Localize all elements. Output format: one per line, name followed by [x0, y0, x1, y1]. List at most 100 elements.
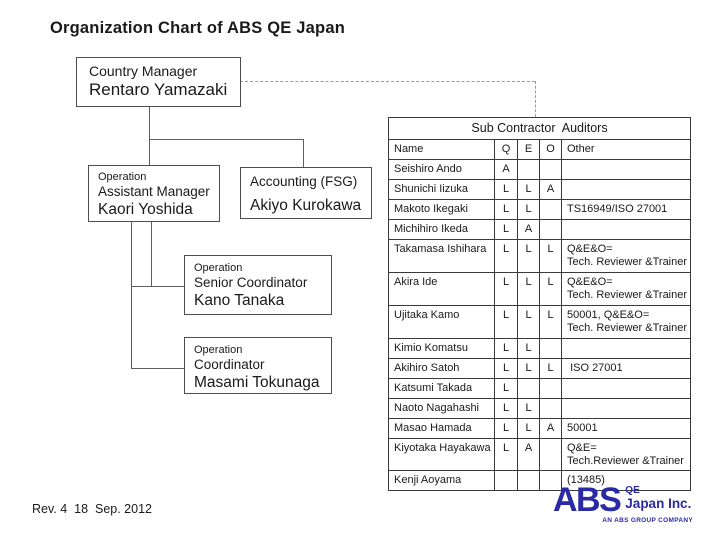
cell-other [561, 377, 691, 399]
table-title: Sub Contractor Auditors [388, 117, 691, 140]
cell-e: L [517, 417, 540, 439]
cell-name: Seishiro Ando [388, 158, 495, 180]
cell-o [539, 437, 562, 472]
cell-o [539, 397, 562, 419]
cell-q: L [494, 304, 518, 339]
connector-yoshida-down-inner [151, 222, 152, 286]
cell-e [517, 158, 540, 180]
cell-name: Kenji Aoyama [388, 470, 495, 492]
role-label: Accounting (FSG) [250, 174, 358, 189]
sub-contractor-auditors-table: Sub Contractor Auditors Name Q E O Other… [388, 117, 691, 492]
cell-name: Akihiro Satoh [388, 357, 495, 379]
cell-q: L [494, 397, 518, 419]
cell-e: L [517, 238, 540, 273]
cell-name: Masao Hamada [388, 417, 495, 439]
cell-name: Kiyotaka Hayakawa [388, 437, 495, 472]
cell-e: A [517, 437, 540, 472]
abs-logo-wordmark: ABS [553, 481, 622, 519]
cell-o [539, 198, 562, 220]
dept-label: Operation [194, 262, 243, 274]
cell-name: Takamasa Ishihara [388, 238, 495, 273]
cell-other [561, 178, 691, 200]
col-header-other: Other [561, 138, 691, 160]
cell-e: L [517, 397, 540, 419]
table-title-row: Sub Contractor Auditors [388, 117, 691, 140]
person-name: Kaori Yoshida [98, 200, 193, 218]
cell-other: TS16949/ISO 27001 [561, 198, 691, 220]
connector-yoshida-down-outer [131, 222, 132, 368]
cell-q [494, 470, 518, 492]
cell-o [539, 377, 562, 399]
role-label: Senior Coordinator [194, 275, 308, 291]
org-box-assistant-manager: Operation Assistant Manager Kaori Yoshid… [88, 165, 220, 222]
cell-e: L [517, 357, 540, 379]
table-header-row: Name Q E O Other [388, 138, 691, 160]
connector-tanaka-elbow [131, 286, 184, 287]
abs-logo-qe: QE [625, 485, 640, 496]
cell-other: ISO 27001 [561, 357, 691, 379]
cell-q: L [494, 417, 518, 439]
org-box-senior-coordinator: Operation Senior Coordinator Kano Tanaka [184, 255, 332, 315]
cell-q: L [494, 198, 518, 220]
person-name: Rentaro Yamazaki [89, 80, 228, 100]
cell-name: Naoto Nagahashi [388, 397, 495, 419]
cell-name: Akira Ide [388, 271, 495, 306]
abs-logo-row: ABS QE Japan Inc. [553, 481, 693, 519]
cell-q: L [494, 377, 518, 399]
role-label: Coordinator [194, 357, 265, 373]
cell-o [539, 218, 562, 240]
dept-label: Operation [194, 344, 243, 356]
cell-q: L [494, 337, 518, 359]
cell-e: L [517, 271, 540, 306]
cell-q: L [494, 238, 518, 273]
col-header-q: Q [494, 138, 518, 160]
person-name: Akiyo Kurokawa [250, 197, 362, 215]
abs-logo: ABS QE Japan Inc. AN ABS GROUP COMPANY [553, 481, 693, 525]
cell-o: L [539, 271, 562, 306]
cell-other: Q&E= Tech.Reviewer &Trainer [561, 437, 691, 472]
cell-o: A [539, 417, 562, 439]
col-header-name: Name [388, 138, 495, 160]
cell-name: Kimio Komatsu [388, 337, 495, 359]
cell-e: L [517, 198, 540, 220]
cell-e [517, 377, 540, 399]
dept-label: Operation [98, 171, 147, 183]
cell-other: Q&E&O= Tech. Reviewer &Trainer [561, 271, 691, 306]
cell-other [561, 158, 691, 180]
cell-other: 50001 [561, 417, 691, 439]
connector-tokunaga-elbow [131, 368, 184, 369]
cell-other: 50001, Q&E&O= Tech. Reviewer &Trainer [561, 304, 691, 339]
cell-q: L [494, 437, 518, 472]
cell-o: L [539, 357, 562, 379]
col-header-o: O [539, 138, 562, 160]
role-label: Assistant Manager [98, 184, 210, 200]
cell-name: Michihiro Ikeda [388, 218, 495, 240]
cell-name: Shunichi Iizuka [388, 178, 495, 200]
cell-e [517, 470, 540, 492]
table-row: Kenji Aoyama(13485) [388, 470, 691, 492]
cell-q: L [494, 218, 518, 240]
org-box-country-manager: Country Manager Rentaro Yamazaki [76, 57, 241, 107]
connector-country-branch [149, 139, 304, 140]
org-box-accounting: Accounting (FSG) Akiyo Kurokawa [240, 167, 372, 219]
person-name: Masami Tokunaga [194, 373, 320, 391]
cell-name: Makoto Ikegaki [388, 198, 495, 220]
abs-logo-tagline: AN ABS GROUP COMPANY [602, 517, 693, 525]
connector-country-down [149, 107, 150, 165]
abs-logo-subtext: QE Japan Inc. [625, 484, 691, 511]
col-header-e: E [517, 138, 540, 160]
cell-other: Q&E&O= Tech. Reviewer &Trainer [561, 238, 691, 273]
org-box-coordinator: Operation Coordinator Masami Tokunaga [184, 337, 332, 394]
